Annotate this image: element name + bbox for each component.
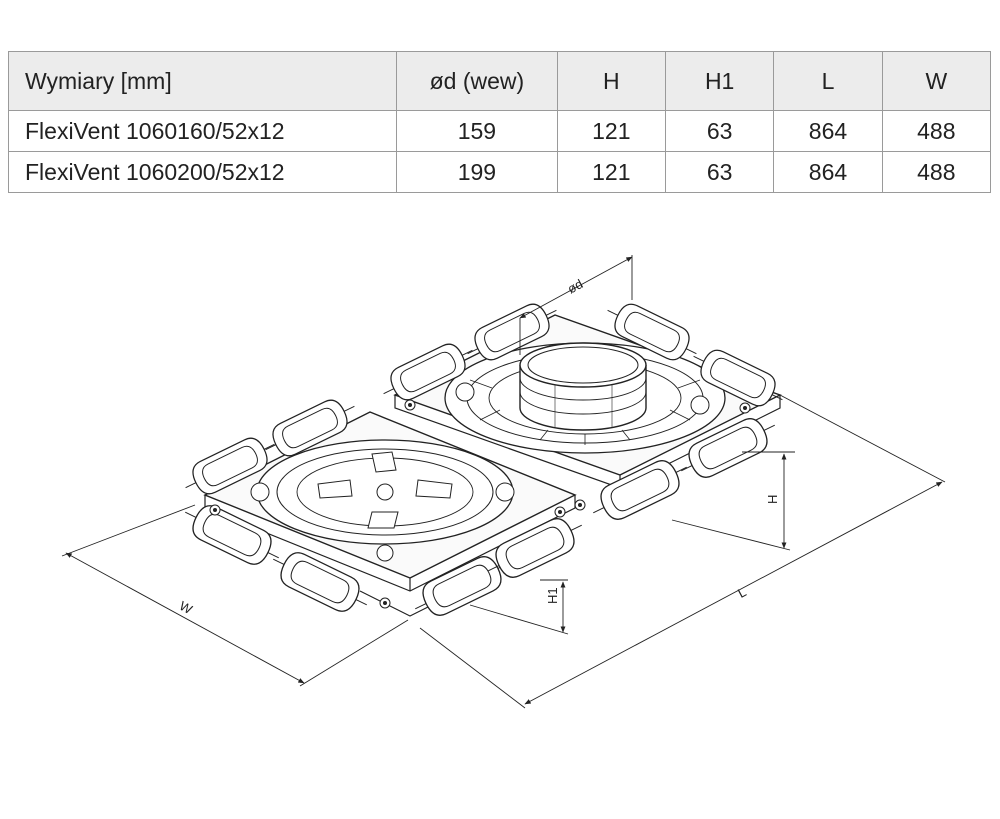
table-header-row: Wymiary [mm] ød (wew) H H1 L W (7, 51, 992, 111)
table-row: FlexiVent 1060160/52x12 159 121 63 864 4… (7, 110, 992, 152)
cell-w: 488 (881, 151, 992, 193)
label-h: H (765, 495, 780, 504)
collar-od (519, 342, 647, 431)
cell-h1: 63 (664, 151, 775, 193)
rear-plenum-box (375, 294, 791, 530)
cell-l: 864 (773, 151, 883, 193)
cell-h: 121 (556, 110, 666, 152)
header-l: L (773, 51, 883, 111)
table-row: FlexiVent 1060200/52x12 199 121 63 864 4… (7, 151, 992, 193)
cell-l: 864 (773, 110, 883, 152)
technical-drawing: ød W L H H1 (61, 255, 946, 709)
header-w: W (881, 51, 992, 111)
cell-model: FlexiVent 1060160/52x12 (7, 110, 398, 152)
cell-od: 159 (396, 110, 558, 152)
cell-w: 488 (881, 110, 992, 152)
label-od: ød (565, 276, 585, 296)
header-od: ød (wew) (396, 51, 558, 111)
label-h1: H1 (545, 587, 560, 604)
header-dimensions: Wymiary [mm] (7, 51, 398, 111)
cell-h: 121 (556, 151, 666, 193)
dimensions-table: Wymiary [mm] ød (wew) H H1 L W FlexiVent… (7, 51, 992, 193)
header-h1: H1 (664, 51, 775, 111)
label-w: W (177, 598, 196, 617)
cell-od: 199 (396, 151, 558, 193)
header-h: H (556, 51, 666, 111)
dimension-labels: ød W L H H1 (177, 276, 780, 617)
front-plenum-box (176, 390, 591, 626)
label-l: L (735, 584, 748, 601)
cell-h1: 63 (664, 110, 775, 152)
cell-model: FlexiVent 1060200/52x12 (7, 151, 398, 193)
dimension-lines (61, 255, 946, 709)
